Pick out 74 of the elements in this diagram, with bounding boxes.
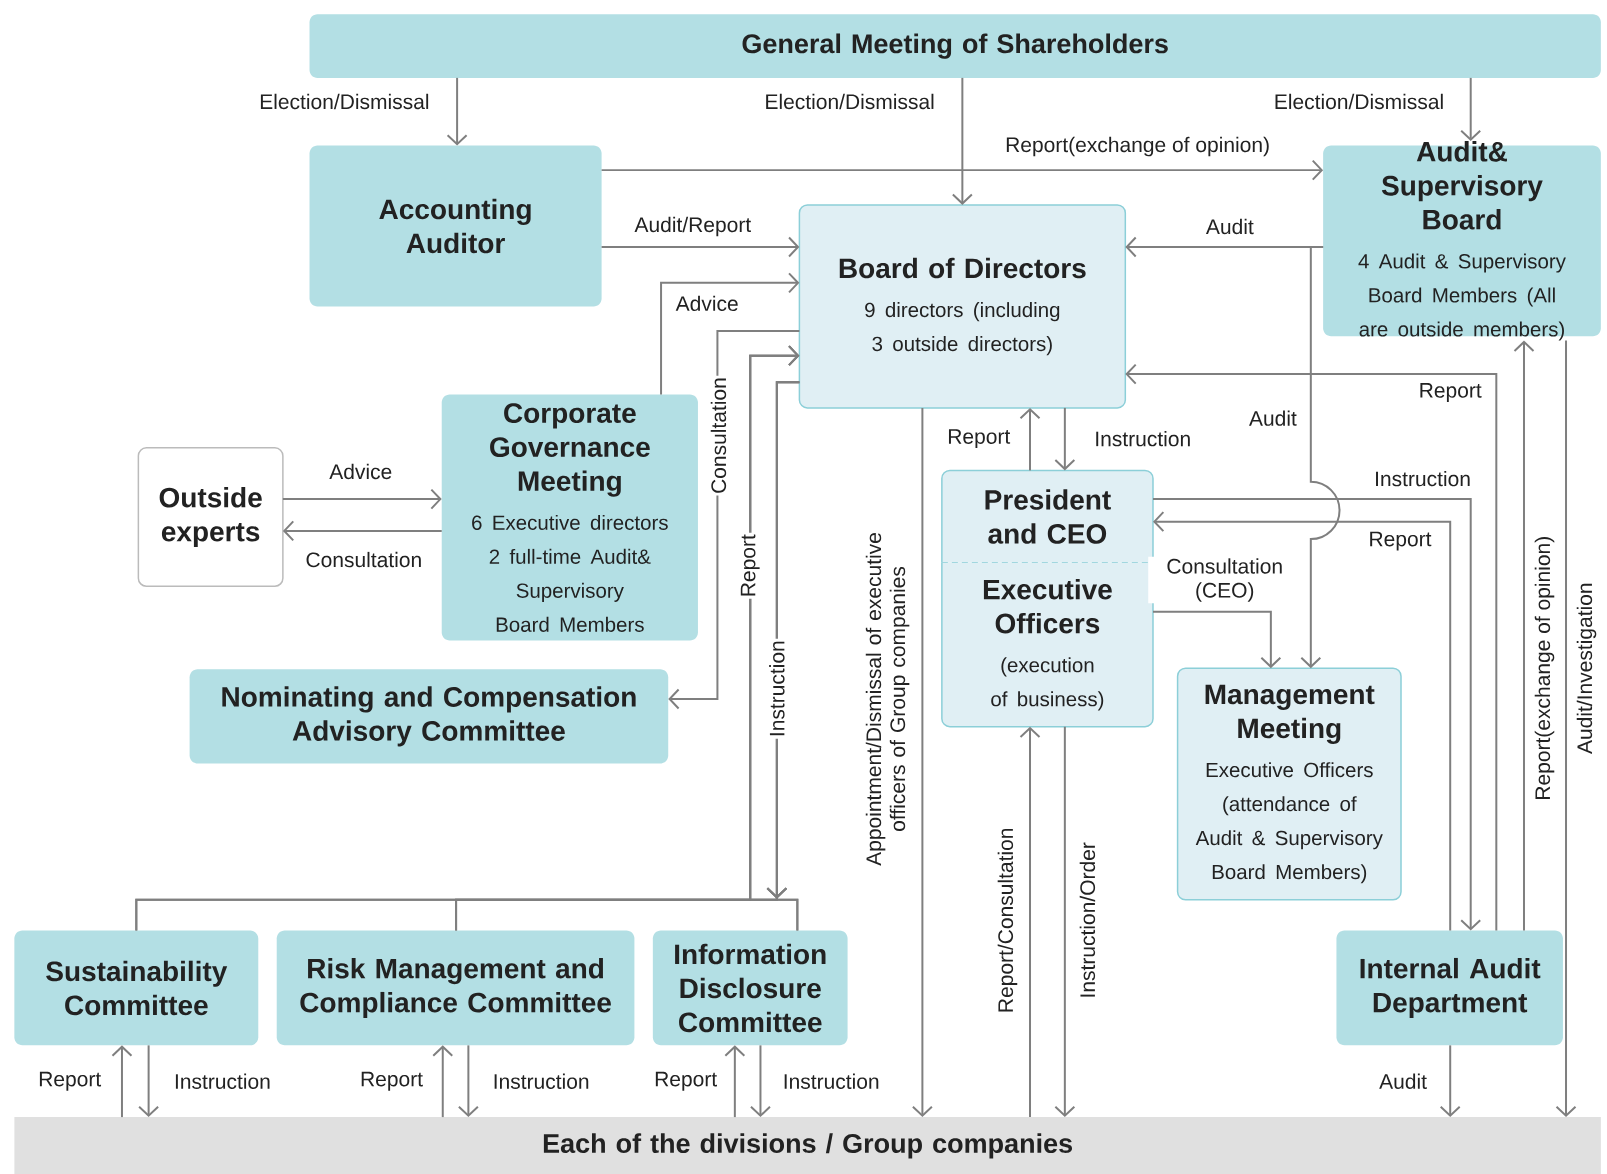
node-label: (execution of business) [991,657,1104,711]
edge-label: Instruction [769,641,785,735]
arrow [600,159,1324,181]
arrow [1300,245,1341,668]
process-box: Information Disclosure Committee [652,930,848,1046]
edge-label: Instruction/Order [1079,842,1096,997]
arrow [660,272,800,396]
meeting-band: General Meeting of Shareholders [309,14,1601,78]
arrow [446,76,468,146]
arrow [724,1045,746,1118]
edge-label: Consultation [306,551,421,568]
edge-label: Report [1370,531,1432,551]
edge-label: Instruction [175,1073,270,1089]
edge-label: Audit/Report [634,216,751,237]
edge-label: Audit/Investigation [1576,583,1597,754]
node-label: President and CEO [985,489,1111,544]
arrow [457,1044,479,1117]
arrow [281,488,442,510]
process-box: Management Meeting Executive Officers (attendance of Audit & Supervisory Board Members) [1176,667,1402,901]
edge-label: Audit [1205,218,1254,234]
node-label: Executive Officers [983,578,1112,634]
edge-label: Instruction [1376,470,1470,487]
process-box: Nominating and Compensation Advisory Committee [189,669,669,764]
process-box: Corporate Governance Meeting 6 Executive directors 2 full-time Audit& Supervisory Board Members [441,394,698,641]
arrow [111,1045,133,1118]
arrow [1125,363,1498,932]
edge-label: Instruction [494,1073,589,1089]
process-box: Risk Management and Compliance Committee [276,930,635,1046]
edge-label: Report [39,1071,102,1091]
edge-label: Instruction [1096,430,1190,447]
arrow [951,76,973,205]
edge-label: Election/Dismissal [1275,93,1443,109]
edge-label: Report [361,1071,423,1091]
arrow [138,1044,160,1117]
arrow [1054,725,1076,1117]
arrow [1460,76,1482,141]
arrow [911,406,933,1117]
arrow [749,1044,771,1117]
arrow [1513,340,1535,932]
executive-box: President and CEO [941,469,1154,564]
edge-label: Report/Consultation [997,828,1018,1012]
arrow [1054,406,1076,471]
edge-label: Advice [675,295,738,311]
edge-label: Report [1420,382,1482,402]
arrow [1019,407,1041,472]
process-box: Internal Audit Department [1336,930,1563,1046]
arrow [1555,339,1577,1117]
process-box: Audit& Supervisory Board 4 Audit & Supervisory Board Members (All are outside members) [1323,140,1601,341]
arrow [1019,726,1041,1118]
arrow [1152,610,1282,668]
arrow [600,236,800,258]
edge-label: Report [740,534,760,596]
edge-label: Report(exchange of opinion) [1534,536,1555,799]
process-box: Board of Directors 9 directors (including 3 outside directors) [798,204,1127,409]
edge-label: Appointment/Dismissal of executive officers of Group companies [865,532,910,866]
edge-label: Instruction [784,1073,879,1089]
process-box: Sustainability Committee [14,930,259,1046]
edge-label: Audit [1249,410,1297,426]
executive-box: Executive Officers (execution of business) [941,554,1154,728]
edge-label: Consultation (CEO) [1167,558,1282,602]
edge-label: Election/Dismissal [766,93,934,109]
arrow [432,1045,454,1118]
edge-label: Report(exchange of opinion) [1006,136,1269,157]
arrow [282,520,443,542]
experts-box: Outside experts [137,446,284,587]
edge-label: Report [655,1071,717,1091]
edge-label: Election/Dismissal [260,93,429,109]
arrow [1439,1044,1461,1117]
edge-label: Consultation [710,378,727,493]
edge-label: Report [949,429,1011,448]
edge-label: Advice [329,463,392,479]
process-box: Accounting Auditor [309,145,602,307]
divisions-band: Each of the divisions / Group companies [14,1116,1601,1174]
edge-label: Audit [1379,1073,1427,1089]
